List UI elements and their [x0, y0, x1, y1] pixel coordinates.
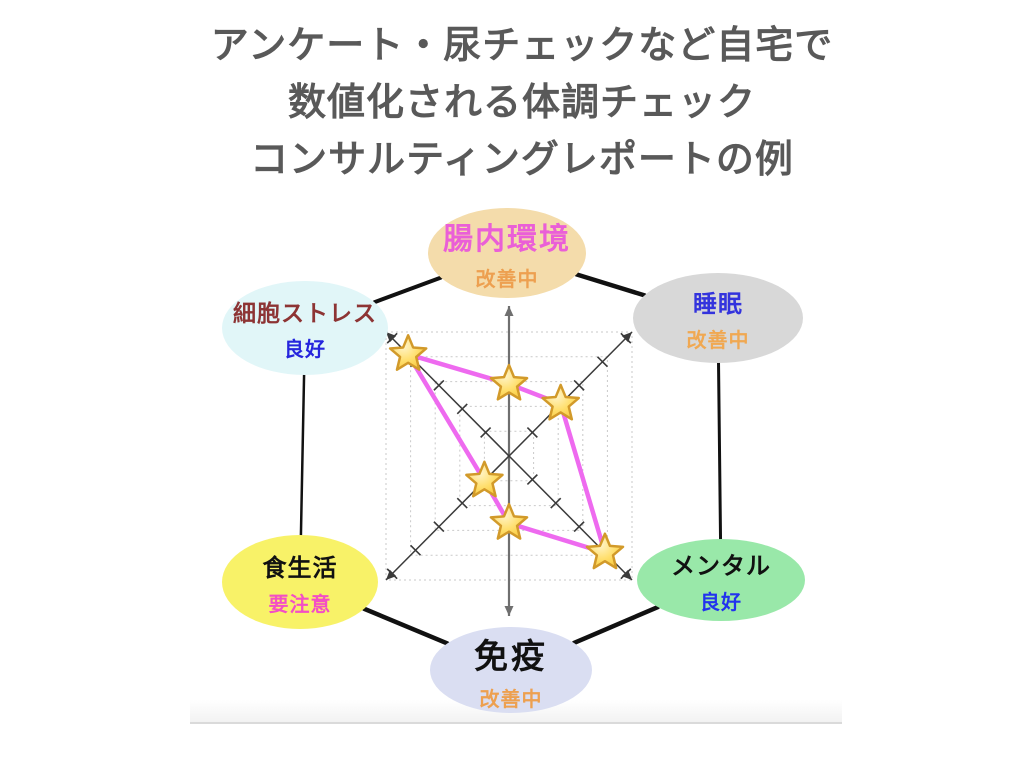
star-marker-0	[489, 363, 529, 401]
node-status: 良好	[284, 339, 326, 361]
title-line-2: 数値化される体調チェック	[287, 82, 756, 124]
node-label: メンタル	[671, 552, 771, 580]
node-immunity: 免疫 改善中	[430, 627, 592, 713]
node-label: 食生活	[262, 554, 338, 582]
node-label: 腸内環境	[443, 223, 571, 256]
node-sleep: 睡眠 改善中	[633, 273, 803, 363]
node-status: 要注意	[268, 593, 332, 616]
star-marker-1	[541, 383, 580, 421]
node-intestinal-environment: 腸内環境 改善中	[428, 208, 586, 298]
star-marker-2	[585, 532, 625, 570]
star-marker-3	[489, 502, 529, 540]
node-status: 改善中	[475, 269, 539, 291]
node-cell-stress: 細胞ストレス 良好	[222, 281, 388, 375]
node-status: 改善中	[479, 688, 543, 711]
node-diet: 食生活 要注意	[222, 535, 378, 629]
title-line-1: アンケート・尿チェックなど自宅で	[210, 25, 834, 67]
star-marker-4	[465, 460, 504, 498]
node-label: 睡眠	[693, 290, 743, 318]
node-label: 免疫	[474, 637, 548, 676]
node-mental: メンタル 良好	[637, 539, 805, 621]
node-label: 細胞ストレス	[233, 300, 377, 326]
page-title: アンケート・尿チェックなど自宅で 数値化される体調チェック コンサルティングレポ…	[30, 18, 1014, 189]
node-status: 改善中	[686, 329, 750, 352]
connector-lines	[299, 272, 723, 646]
star-marker-5	[388, 334, 428, 371]
node-status: 良好	[700, 591, 742, 614]
title-line-3: コンサルティングレポートの例	[250, 139, 794, 181]
